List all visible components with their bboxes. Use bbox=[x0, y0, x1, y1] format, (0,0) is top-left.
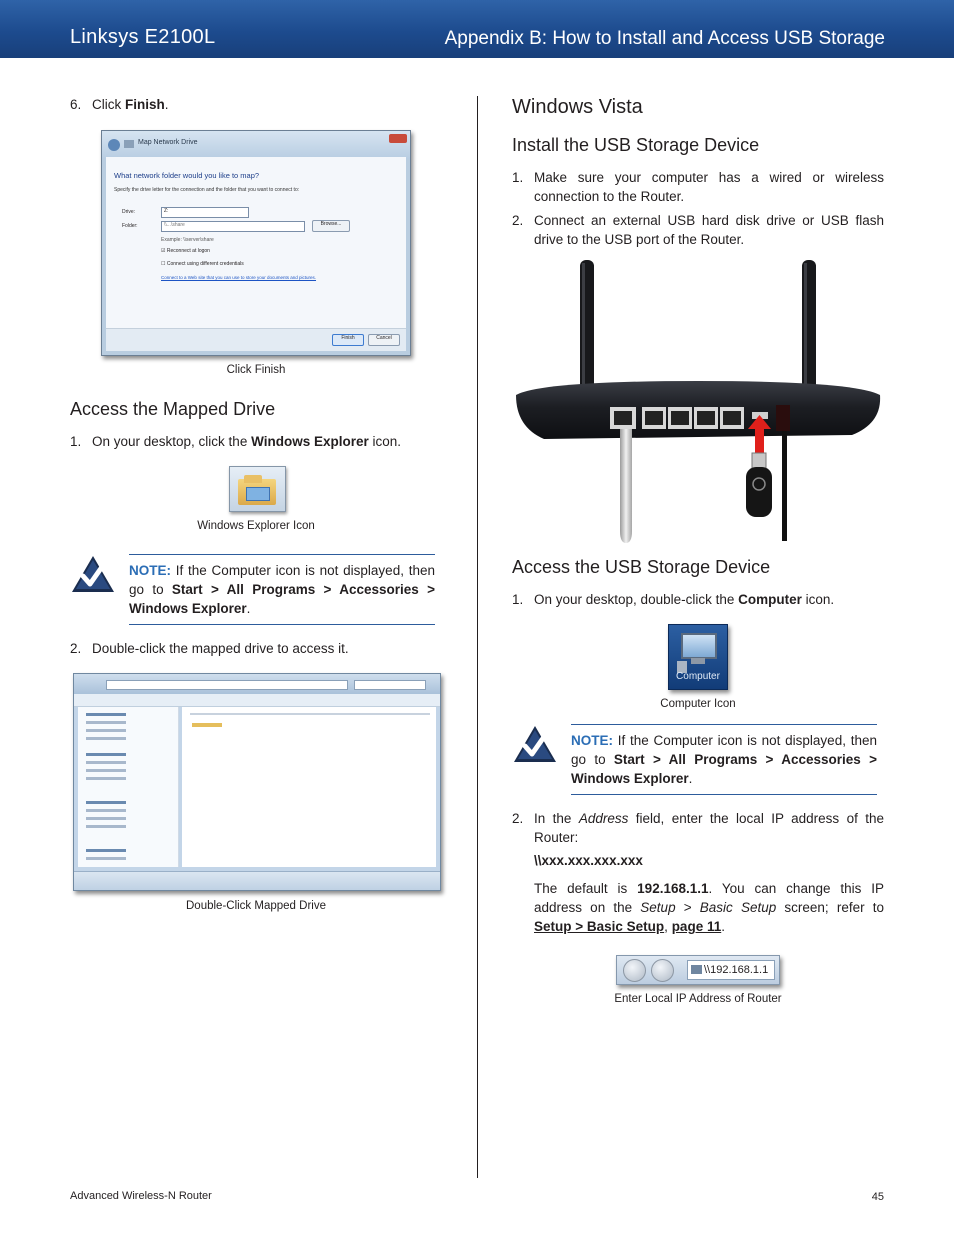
web-site-link: Connect to a Web site that you can use t… bbox=[161, 275, 317, 280]
map-network-drive-screenshot: Map Network Drive What network folder wo… bbox=[101, 130, 411, 356]
windows-explorer-icon bbox=[229, 466, 286, 512]
browse-button: Browse... bbox=[312, 220, 350, 232]
map-drive-icon bbox=[124, 140, 134, 148]
back-arrow-icon bbox=[108, 139, 120, 151]
caption-mapped-drive: Double-Click Mapped Drive bbox=[186, 900, 326, 912]
mapped-drive-explorer-screenshot bbox=[73, 673, 441, 891]
caption-click-finish: Click Finish bbox=[226, 364, 286, 376]
usb-port-arrow bbox=[748, 415, 771, 453]
back-button-icon bbox=[623, 959, 646, 982]
left-antenna bbox=[580, 260, 594, 400]
page-number: 45 bbox=[871, 1191, 884, 1203]
forward-button-icon bbox=[651, 959, 674, 982]
caption-computer-icon: Computer Icon bbox=[660, 698, 736, 710]
access-step-2: 2. In the Address field, enter the local… bbox=[512, 811, 885, 845]
address-bar bbox=[106, 680, 348, 690]
reconnect-checkbox: ☑ Reconnect at logon bbox=[161, 248, 210, 254]
note-checkmark-icon bbox=[72, 556, 114, 592]
close-button bbox=[389, 134, 407, 143]
heading-windows-vista: Windows Vista bbox=[512, 96, 643, 118]
caption-windows-explorer-icon: Windows Explorer Icon bbox=[197, 520, 315, 532]
install-step-2: 2. Connect an external USB hard disk dri… bbox=[512, 213, 884, 247]
heading-access-mapped-drive: Access the Mapped Drive bbox=[70, 399, 276, 419]
heading-install-usb: Install the USB Storage Device bbox=[512, 135, 760, 155]
default-ip-paragraph: The default is 192.168.1.1. You can chan… bbox=[534, 881, 884, 934]
drive-select: Z: bbox=[161, 207, 249, 218]
footer-product: Advanced Wireless-N Router bbox=[70, 1190, 212, 1202]
step-6: 6. Click Finish. bbox=[70, 97, 169, 112]
ip-format: \\xxx.xxx.xxx.xxx bbox=[534, 853, 643, 868]
step-2-left: 2. Double-click the mapped drive to acce… bbox=[70, 641, 349, 656]
network-icon bbox=[691, 965, 702, 974]
column-divider bbox=[477, 96, 478, 1178]
heading-access-usb: Access the USB Storage Device bbox=[512, 557, 771, 577]
install-step-1: 1. Make sure your computer has a wired o… bbox=[512, 170, 884, 204]
setup-link[interactable]: Setup > Basic Setup bbox=[534, 919, 665, 934]
finish-button: Finish bbox=[332, 334, 364, 346]
section-title: Appendix B: How to Install and Access US… bbox=[444, 28, 885, 49]
address-input: \\192.168.1.1 bbox=[687, 960, 775, 980]
note-checkmark-icon bbox=[514, 726, 556, 762]
step-1-left: 1. On your desktop, click the Windows Ex… bbox=[70, 434, 402, 449]
folder-input: \\...\share bbox=[161, 221, 305, 232]
search-box bbox=[354, 680, 426, 690]
product-name: Linksys E2100L bbox=[70, 26, 216, 48]
navigation-pane bbox=[78, 707, 179, 867]
caption-ip-address: Enter Local IP Address of Router bbox=[614, 993, 782, 1005]
dialog-instructions: Specify the drive letter for the connect… bbox=[114, 187, 300, 193]
dialog-title: Map Network Drive bbox=[138, 139, 198, 146]
dialog-question: What network folder would you like to ma… bbox=[114, 171, 260, 180]
credentials-checkbox: ☐ Connect using different credentials bbox=[161, 261, 244, 267]
computer-icon: Computer bbox=[668, 624, 728, 690]
page-link[interactable]: page 11 bbox=[671, 919, 722, 934]
usb-flash-drive bbox=[746, 452, 772, 517]
access-step-1: 1. On your desktop, double-click the Com… bbox=[512, 592, 835, 607]
cancel-button: Cancel bbox=[368, 334, 400, 346]
file-list bbox=[182, 707, 436, 867]
ip-address-bar-screenshot: \\192.168.1.1 bbox=[616, 955, 780, 985]
right-antenna bbox=[802, 260, 816, 400]
page-header: Linksys E2100L Appendix B: How to Instal… bbox=[0, 0, 954, 58]
note-left: NOTE: If the Computer icon is not displa… bbox=[129, 554, 435, 625]
note-right: NOTE: If the Computer icon is not displa… bbox=[571, 724, 877, 795]
router-usb-illustration bbox=[516, 260, 881, 543]
